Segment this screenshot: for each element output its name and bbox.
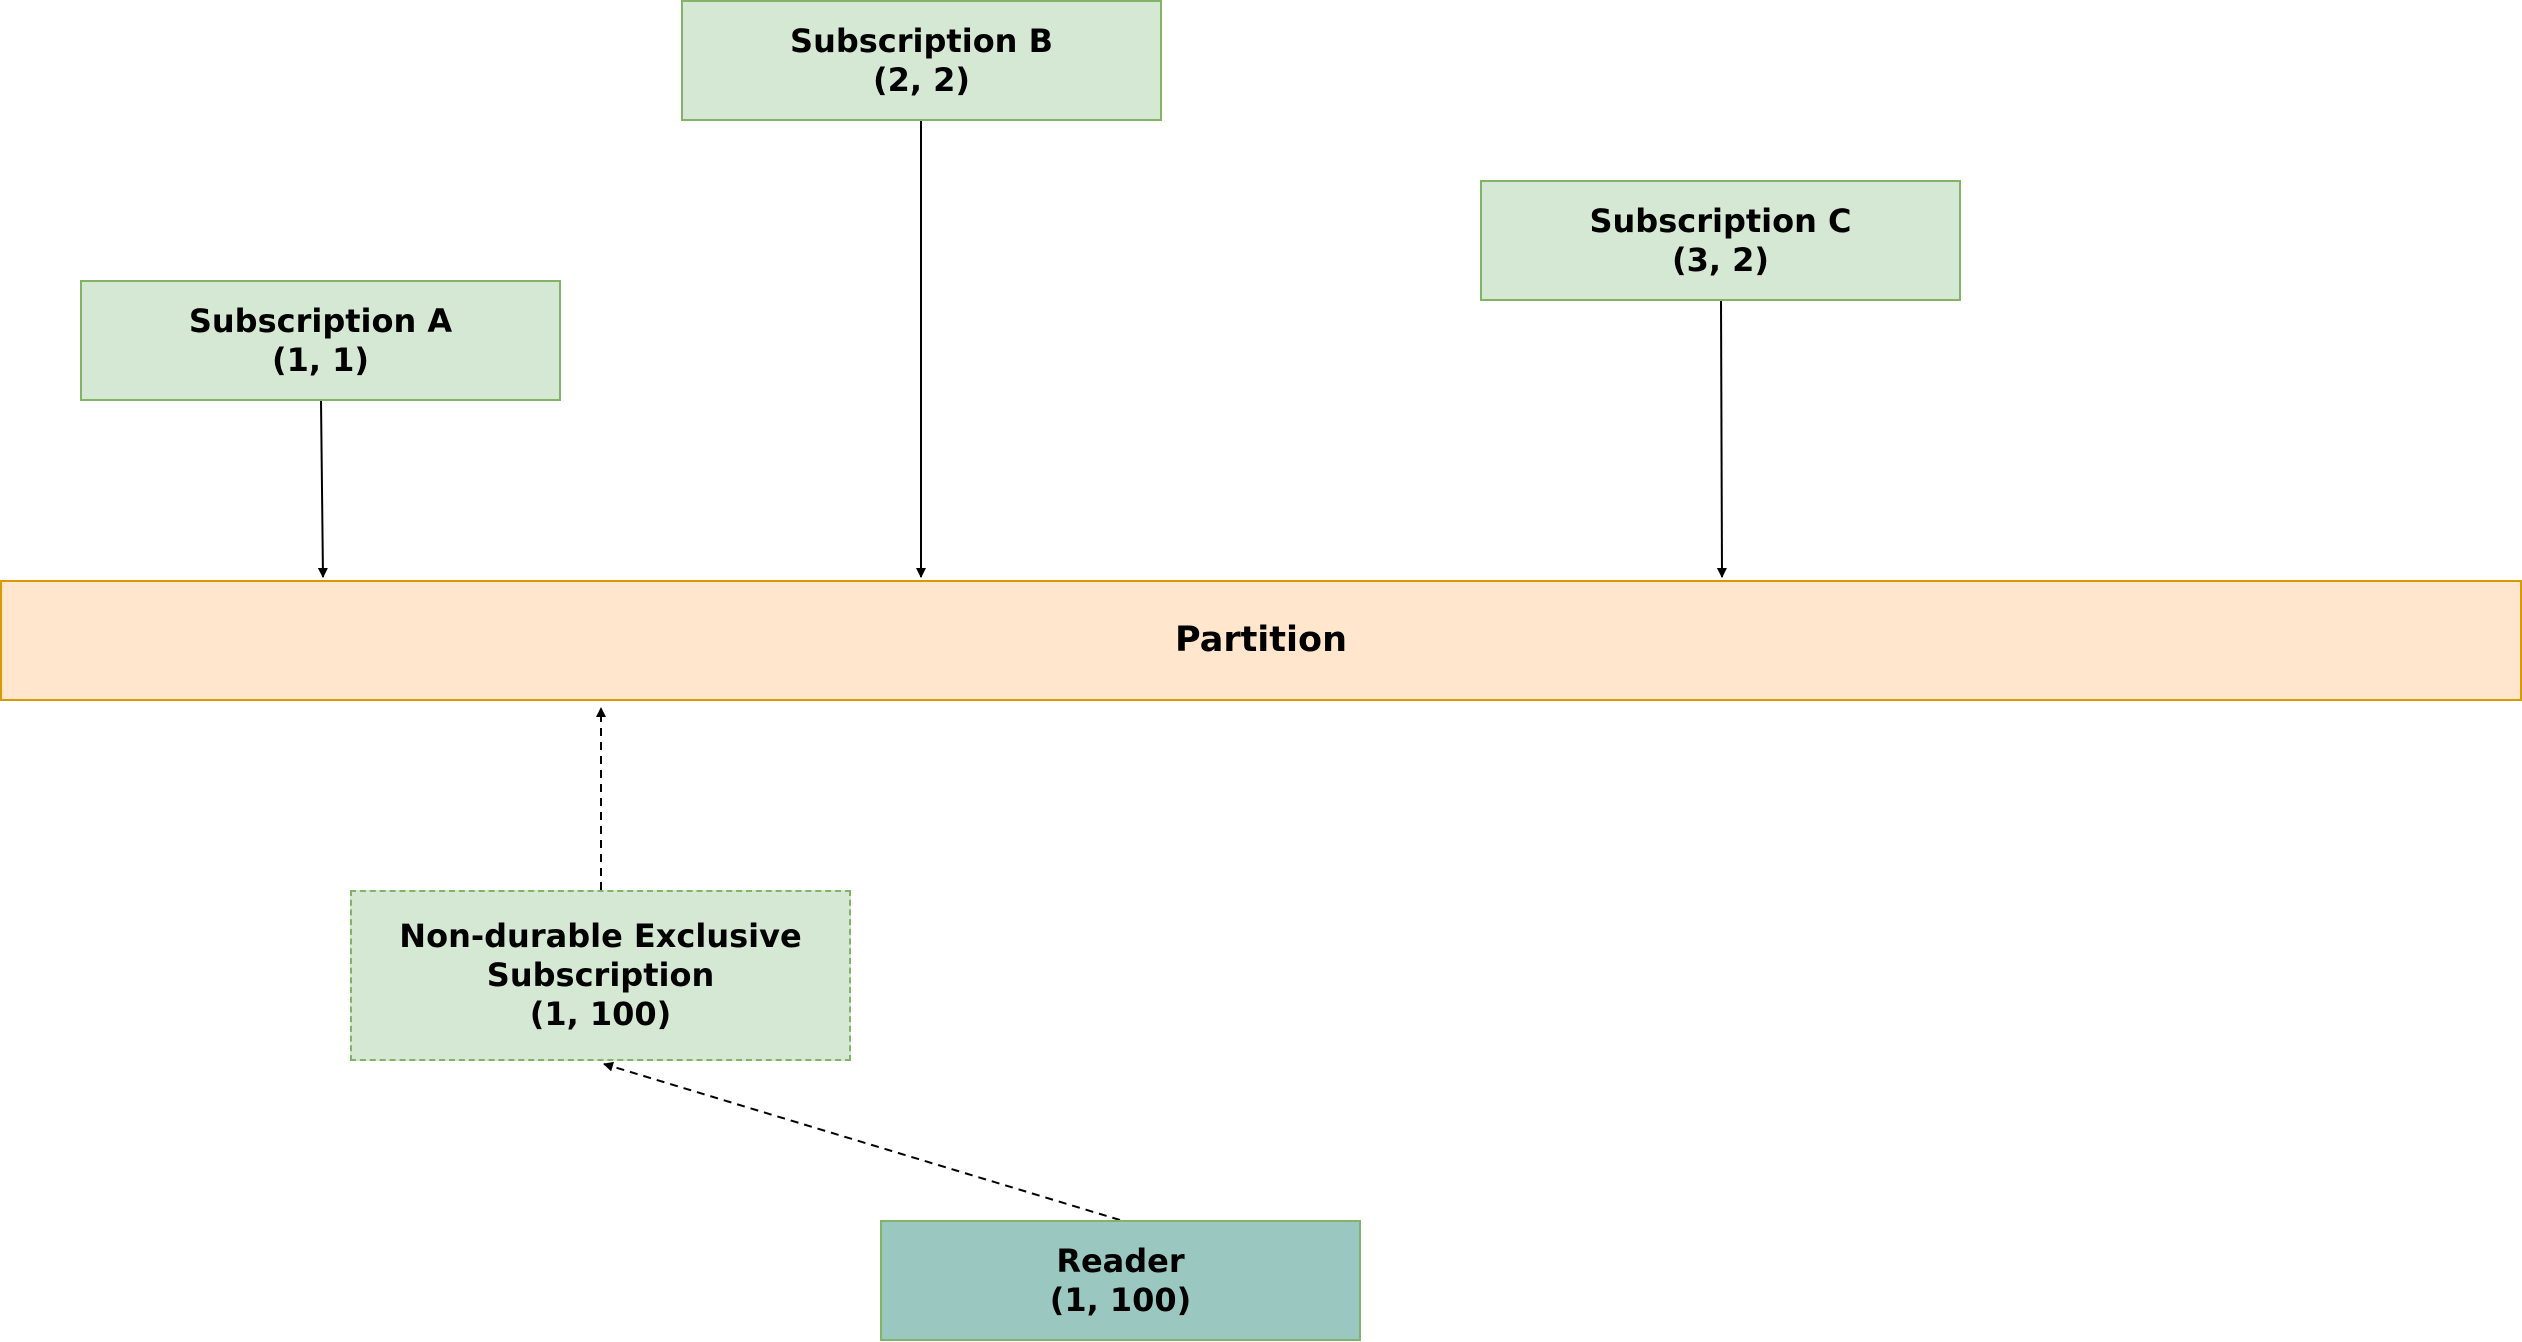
nondurable-value: (1, 100)	[529, 995, 672, 1033]
subscription-a-label: Subscription A	[188, 301, 453, 340]
subscription-c-value: (3, 2)	[1671, 240, 1770, 279]
reader-value: (1, 100)	[1049, 1280, 1192, 1319]
subscription-c-label: Subscription C	[1589, 201, 1852, 240]
nondurable-label-line2: Subscription	[486, 956, 715, 994]
nondurable-label-line1: Non-durable Exclusive	[399, 917, 802, 955]
subscription-b-value: (2, 2)	[872, 60, 971, 99]
subscription-b-label: Subscription B	[790, 21, 1053, 60]
subscription-a-value: (1, 1)	[271, 340, 370, 379]
reader-node[interactable]: Reader (1, 100)	[880, 1220, 1361, 1341]
nondurable-subscription-node[interactable]: Non-durable Exclusive Subscription (1, 1…	[350, 890, 851, 1061]
reader-label: Reader	[1056, 1241, 1185, 1280]
edge-reader-to-nondurable	[603, 1061, 1121, 1221]
subscription-b-node[interactable]: Subscription B (2, 2)	[681, 0, 1162, 121]
edge-subscription-a-to-partition	[317, 400, 328, 578]
partition-label: Partition	[1174, 620, 1347, 660]
subscription-a-node[interactable]: Subscription A (1, 1)	[80, 280, 561, 401]
subscription-c-node[interactable]: Subscription C (3, 2)	[1480, 180, 1961, 301]
partition-node[interactable]: Partition	[0, 580, 2522, 701]
edge-subscription-c-to-partition	[1716, 300, 1727, 578]
